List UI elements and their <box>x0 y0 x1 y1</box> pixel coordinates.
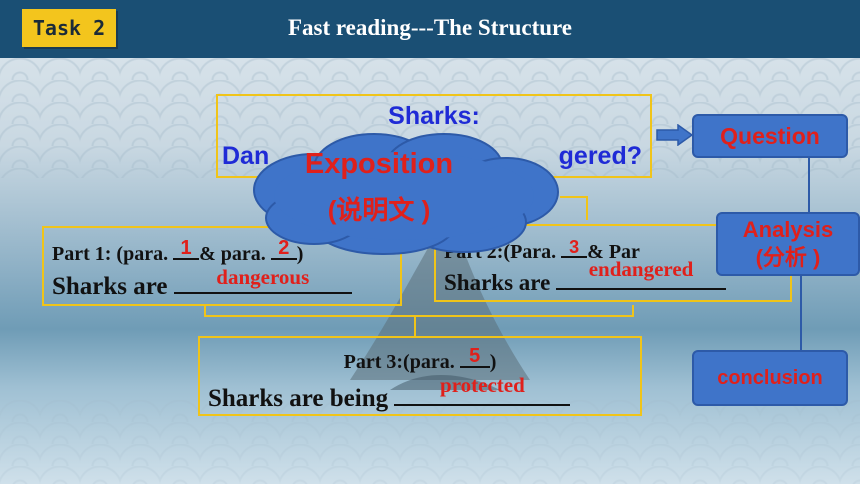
header-bar: Task 2 Fast reading---The Structure <box>0 0 860 58</box>
part3-label-a: Part 3:(para. <box>343 351 460 373</box>
part3-sharks-are-being: Sharks are being <box>208 385 389 412</box>
connector-bracket <box>204 305 634 317</box>
title-line1: Sharks: <box>388 102 480 130</box>
part3-line2: Sharks are being protected <box>208 373 571 413</box>
part1-label-a: Part 1: (para. <box>52 243 174 265</box>
part2-answer-blank: endangered <box>556 257 727 290</box>
part2-line2: Sharks are endangered <box>444 257 727 296</box>
conclusion-box: conclusion <box>692 350 848 406</box>
part3-answer-blank: protected <box>394 373 571 406</box>
part1-answer: dangerous <box>216 265 310 289</box>
connector-line <box>586 196 590 220</box>
page-title: Fast reading---The Structure <box>287 15 573 40</box>
part1-blank1: 1 <box>173 237 200 260</box>
part1-answer1: 1 <box>180 237 192 259</box>
conclusion-label: conclusion <box>717 367 823 389</box>
part2-label-b: & Par <box>587 241 640 263</box>
title-line2-left: Dan <box>222 142 270 170</box>
part1-sharks-are: Sharks are <box>52 273 168 300</box>
part1-label-b: & para. <box>199 243 271 265</box>
part3-line1: Part 3:(para. 5) <box>200 345 640 374</box>
part1-label-c: ) <box>296 243 304 265</box>
cloud-callout <box>253 133 559 255</box>
analysis-label: Analysis <box>742 217 834 242</box>
part3-box: Part 3:(para. 5) Sharks are being protec… <box>198 336 642 416</box>
part3-answer1: 5 <box>469 345 481 367</box>
part2-answer: endangered <box>588 257 694 281</box>
analysis-sublabel: (分析 ) <box>755 245 821 270</box>
part1-box: Part 1: (para. 1 & para. 2) Sharks are da… <box>42 226 402 306</box>
part1-answer2: 2 <box>278 237 290 259</box>
part3-label-c: ) <box>489 351 497 373</box>
part2-sharks-are: Sharks are <box>444 270 551 295</box>
part2-answer1: 3 <box>569 237 580 257</box>
part1-answer-blank: dangerous <box>173 265 352 294</box>
arrow-right-icon <box>656 124 694 146</box>
part1-line1: Part 1: (para. 1 & para. 2) <box>52 237 304 266</box>
task-badge: Task 2 <box>22 9 116 47</box>
part1-blank2: 2 <box>270 237 297 260</box>
connector-line <box>414 315 418 337</box>
part3-blank1: 5 <box>459 345 490 368</box>
part2-blank1: 3 <box>561 236 588 258</box>
part3-answer: protected <box>440 373 525 397</box>
question-box: Question <box>692 114 848 158</box>
title-box: Sharks: Dan gered? <box>216 94 652 178</box>
title-line2-right: gered? <box>558 142 642 170</box>
connector-line <box>560 196 588 200</box>
connector-line <box>800 276 804 350</box>
analysis-box: Analysis (分析 ) <box>716 212 860 276</box>
connector-line <box>808 158 812 212</box>
cloud-line2: (说明文 ) <box>327 195 431 225</box>
part1-line2: Sharks are dangerous <box>52 265 352 301</box>
question-label: Question <box>720 123 820 149</box>
cloud-line1: Exposition <box>304 148 454 180</box>
